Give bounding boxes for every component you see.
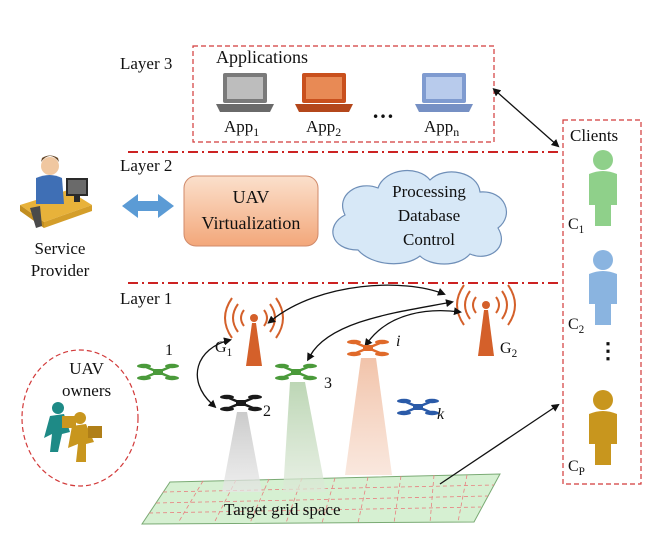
owners-icon (44, 402, 102, 462)
laptop-icon-appn (415, 73, 473, 112)
client-icon-c2 (589, 250, 617, 325)
owners-label: UAV owners (62, 358, 111, 402)
owners-line2: owners (62, 381, 112, 400)
uav1-label: 1 (165, 342, 173, 359)
cloud-line1: Processing (392, 182, 466, 201)
provider-virtualization-arrow (122, 194, 174, 218)
uav2-label: 2 (263, 403, 271, 420)
owners-circle (21, 349, 139, 487)
app1-label: App1 (224, 117, 260, 140)
apps-ellipsis: … (372, 98, 396, 123)
virtualization-line1: UAV (232, 187, 270, 207)
tower-g2-label: G2 (500, 340, 518, 360)
cloud-label: Processing Database Control (374, 180, 484, 252)
clients-title: Clients (570, 126, 619, 145)
beam-uavi (345, 358, 392, 475)
layer1-label: Layer 1 (120, 289, 173, 308)
uav1-icon (137, 363, 179, 381)
uav2-icon (220, 394, 262, 412)
tower-icon-g1 (224, 297, 284, 366)
layer2-label: Layer 2 (120, 156, 173, 175)
service-provider-line2: Provider (30, 261, 90, 280)
beam-uav3 (283, 382, 326, 492)
uav3-label: 3 (324, 375, 332, 392)
apps-clients-arrow (492, 88, 560, 148)
app2-label: App2 (306, 117, 342, 140)
client-c1-label: C1 (568, 216, 585, 236)
virtualization-line2: Virtualization (201, 213, 301, 233)
service-provider-line1: Service (34, 239, 86, 258)
grid-clients-arrow (439, 403, 560, 485)
virtualization-label: UAV Virtualization (184, 184, 318, 236)
cloud-line2: Database (397, 206, 461, 225)
beam-uav2 (222, 412, 262, 492)
tower-icon-g2 (456, 284, 516, 356)
client-c2-label: C2 (568, 316, 585, 336)
virtualization-box (183, 175, 319, 247)
clients-box (562, 119, 642, 485)
grid-label: Target grid space (224, 500, 341, 519)
client-icon-c1 (589, 150, 617, 226)
uavk-label: k (437, 406, 445, 423)
appn-label: Appn (424, 117, 460, 140)
client-icon-cp (589, 390, 617, 465)
uav1-g1-link (196, 337, 232, 409)
tower-g1-label: G1 (215, 339, 233, 359)
laptop-icon-app2 (295, 73, 353, 112)
uav3-icon (275, 363, 317, 381)
applications-title: Applications (216, 47, 308, 67)
service-provider-icon (20, 155, 92, 228)
uavi-label: i (396, 333, 401, 350)
client-cp-label: CP (568, 458, 585, 478)
cloud-line3: Control (403, 230, 455, 249)
cloud-shape (332, 169, 508, 265)
layer3-label: Layer 3 (120, 54, 173, 73)
service-provider-label: Service Provider (30, 238, 90, 282)
owners-line1: UAV (69, 359, 104, 378)
laptop-icon-app1 (216, 73, 274, 112)
uavi-icon (347, 339, 389, 357)
g1-g2-link (267, 284, 446, 324)
clients-ellipsis: ⋮ (597, 338, 619, 363)
uavk-icon (397, 398, 439, 416)
uavi-g2-link (364, 307, 462, 347)
